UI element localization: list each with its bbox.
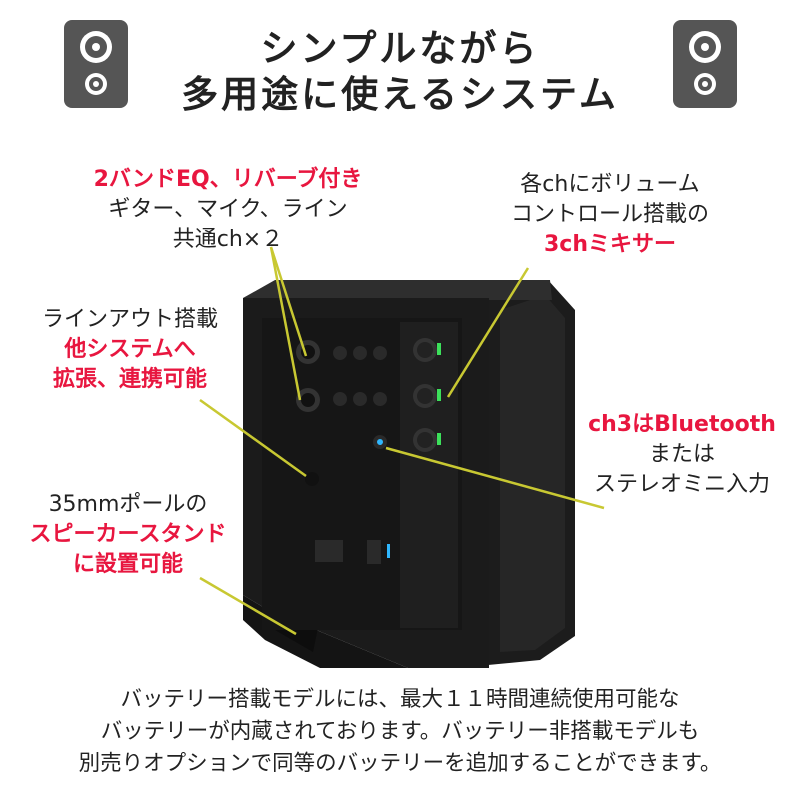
callout-stand-highlight-1: スピーカースタンド xyxy=(29,522,227,547)
description-line-3: 別売りオプションで同等のバッテリーを追加することができます。 xyxy=(78,751,722,776)
callout-bluetooth-text-1: または xyxy=(648,442,715,467)
page-title-line-1: シンプルながら xyxy=(260,27,540,70)
speaker-icon xyxy=(673,20,737,108)
callout-stand: 35mmポールの スピーカースタンド に設置可能 xyxy=(8,490,248,580)
callout-bluetooth: ch3はBluetooth または ステレオミニ入力 xyxy=(577,410,787,500)
callout-bluetooth-text-2: ステレオミニ入力 xyxy=(593,472,770,497)
callout-eq-text-1: ギター、マイク、ライン xyxy=(108,197,348,222)
callout-lineout-text: ラインアウト搭載 xyxy=(41,307,218,332)
callout-stand-text: 35mmポールの xyxy=(48,492,208,517)
callout-eq: 2バンドEQ、リバーブ付き ギター、マイク、ライン 共通ch×２ xyxy=(58,165,398,255)
callout-lineout-highlight-1: 他システムへ xyxy=(64,337,196,362)
callout-bluetooth-highlight: ch3はBluetooth xyxy=(588,412,776,437)
description-line-1: バッテリー搭載モデルには、最大１１時間連続使用可能な xyxy=(120,687,680,712)
page-title-line-2: 多用途に使えるシステム xyxy=(181,73,619,116)
callout-mixer-highlight: 3chミキサー xyxy=(543,232,676,257)
description-line-2: バッテリーが内蔵されております。バッテリー非搭載モデルも xyxy=(100,719,700,744)
callout-mixer-text-1: 各chにボリューム xyxy=(520,172,700,197)
callout-mixer-text-2: コントロール搭載の xyxy=(510,202,709,227)
callout-eq-highlight: 2バンドEQ、リバーブ付き xyxy=(93,167,363,192)
callout-lineout-highlight-2: 拡張、連携可能 xyxy=(52,367,207,392)
callout-lineout: ラインアウト搭載 他システムへ 拡張、連携可能 xyxy=(20,305,240,395)
description: バッテリー搭載モデルには、最大１１時間連続使用可能な バッテリーが内蔵されており… xyxy=(0,684,800,780)
callout-stand-highlight-2: に設置可能 xyxy=(72,552,183,577)
callout-mixer: 各chにボリューム コントロール搭載の 3chミキサー xyxy=(490,170,730,260)
callout-eq-text-2: 共通ch×２ xyxy=(172,227,284,252)
speaker-icon xyxy=(64,20,128,108)
